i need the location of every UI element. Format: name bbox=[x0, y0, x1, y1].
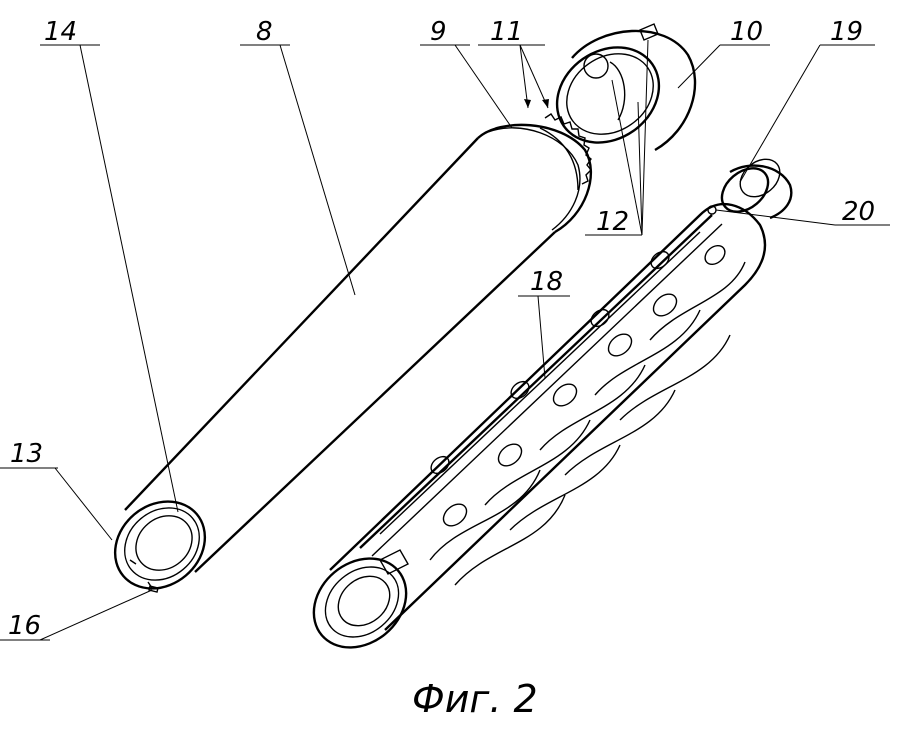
label-9: 9 bbox=[430, 17, 447, 47]
label-8: 8 bbox=[256, 17, 273, 47]
label-20: 20 bbox=[842, 197, 875, 227]
label-13: 13 bbox=[10, 439, 43, 469]
label-12: 12 bbox=[596, 207, 629, 237]
label-14: 14 bbox=[44, 17, 77, 47]
auger-part-18 bbox=[312, 158, 793, 649]
leader-lines bbox=[0, 39, 890, 641]
end-cap-part-10 bbox=[555, 23, 697, 152]
label-16: 16 bbox=[8, 611, 41, 641]
reference-labels: 14 8 9 11 10 19 20 12 18 13 16 bbox=[8, 17, 875, 641]
label-18: 18 bbox=[530, 267, 563, 297]
tube-part-8 bbox=[113, 113, 593, 593]
label-10: 10 bbox=[730, 17, 763, 47]
figure-caption: Фиг. 2 bbox=[412, 677, 538, 721]
label-19: 19 bbox=[830, 17, 863, 47]
label-11: 11 bbox=[490, 17, 523, 47]
